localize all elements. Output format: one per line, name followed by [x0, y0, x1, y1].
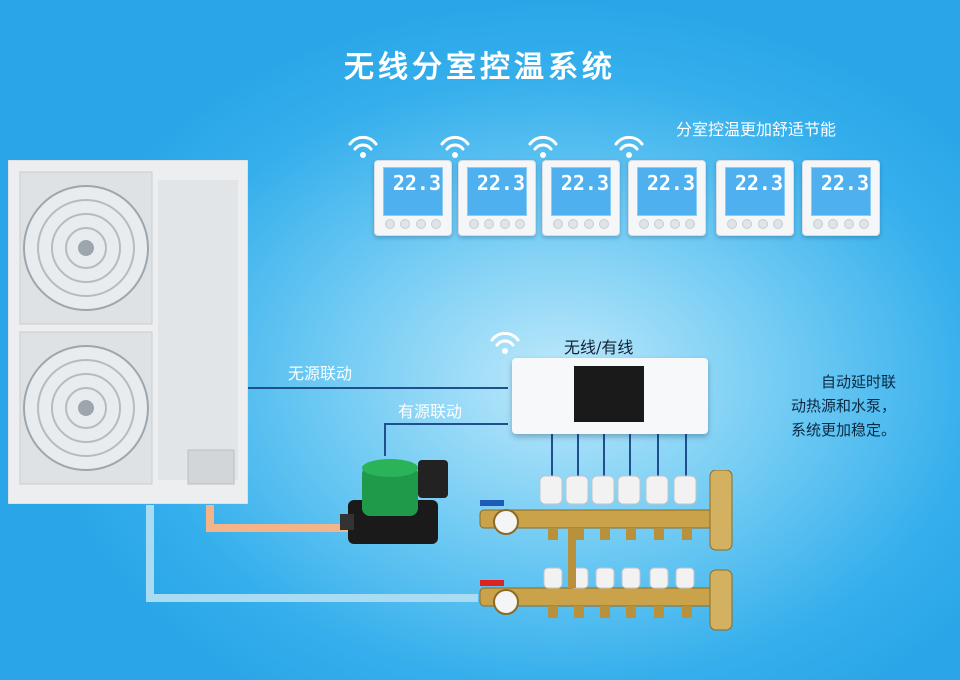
diagram-title: 无线分室控温系统 [344, 50, 616, 85]
thermostat-3: 22.3 [542, 160, 620, 236]
controller-panel [574, 366, 644, 422]
return-caps [543, 567, 695, 589]
thermostat-1: 22.3 [374, 160, 452, 236]
thermostat-screen [551, 167, 611, 216]
thermostat-4: 22.3 [628, 160, 706, 236]
hot-supply-pipe [206, 505, 350, 532]
wifi-icon [348, 135, 378, 158]
thermostat-buttons [813, 219, 869, 229]
thermostat-buttons [639, 219, 695, 229]
thermostat-caption: 分室控温更加舒适节能 [676, 120, 837, 139]
thermostat-screen [637, 167, 697, 216]
wireless-wired-label: 无线/有线 [564, 338, 634, 357]
circulation-pump [340, 459, 448, 544]
active-link-label: 有源联动 [398, 402, 463, 421]
thermostat-5: 22.3 [716, 160, 794, 236]
thermostat-temp: 22.3 [820, 171, 869, 195]
wifi-icon [490, 331, 520, 354]
fan-bottom [19, 331, 153, 485]
thermostat-screen [725, 167, 785, 216]
note-text: 自动延时联 动热源和水泵， 系统更加稳定。 [791, 370, 896, 442]
thermostat-temp: 22.3 [392, 171, 441, 195]
active-link-line [384, 423, 508, 456]
thermostat-screen [383, 167, 443, 216]
thermostat-buttons [727, 219, 783, 229]
wifi-icon [440, 135, 470, 158]
thermostat-buttons [469, 219, 525, 229]
thermostat-temp: 22.3 [476, 171, 525, 195]
valve-actuators [539, 475, 697, 505]
passive-link-label: 无源联动 [288, 364, 353, 383]
note-line: 动热源和水泵， [790, 397, 896, 415]
note-line: 自动延时联 [820, 373, 896, 391]
thermostat-temp: 22.3 [560, 171, 609, 195]
wifi-icon [528, 135, 558, 158]
thermostat-screen [467, 167, 527, 216]
thermostat-6: 22.3 [802, 160, 880, 236]
water-manifold [479, 470, 733, 631]
thermostat-buttons [385, 219, 441, 229]
thermostat-temp: 22.3 [646, 171, 695, 195]
cold-return-pipe [146, 505, 478, 602]
outdoor-heat-pump-unit [8, 160, 248, 504]
wireless-controller-box [512, 358, 708, 434]
thermostat-screen [811, 167, 871, 216]
fan-top [19, 171, 153, 325]
wifi-icon [614, 135, 644, 158]
thermostat-2: 22.3 [458, 160, 536, 236]
actuator-wires [551, 434, 687, 476]
thermostat-temp: 22.3 [734, 171, 783, 195]
thermostat-buttons [553, 219, 609, 229]
note-line: 系统更加稳定。 [790, 421, 896, 439]
